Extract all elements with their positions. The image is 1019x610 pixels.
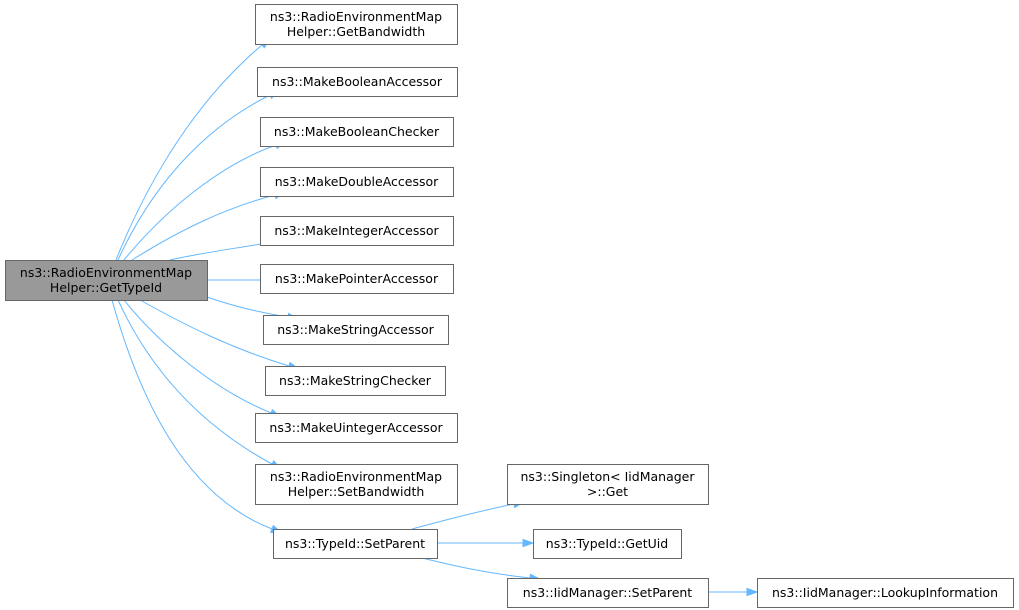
edge-line	[115, 44, 263, 261]
node-box	[507, 578, 709, 608]
node-layer: ns3::RadioEnvironmentMapHelper::GetTypeI…	[5, 4, 1014, 608]
node-makepointeraccessor[interactable]: ns3::MakePointerAccessor	[260, 264, 454, 294]
node-label-line: ns3::Singleton< IidManager	[520, 469, 695, 484]
node-setbandwidth[interactable]: ns3::RadioEnvironmentMapHelper::SetBandw…	[255, 464, 458, 505]
node-box	[507, 464, 709, 505]
node-label-line: ns3::IidManager::LookupInformation	[772, 585, 998, 600]
node-typeid-setparent[interactable]: ns3::TypeId::SetParent	[273, 529, 438, 559]
node-box	[265, 366, 446, 396]
node-box	[273, 529, 438, 559]
node-box	[533, 529, 682, 559]
node-makebooleanchecker[interactable]: ns3::MakeBooleanChecker	[260, 117, 454, 147]
edge-iidmanager-setparent-to-iidmanager-lookupinformation	[708, 587, 759, 597]
node-box	[255, 413, 458, 443]
node-label-line: ns3::MakeBooleanAccessor	[272, 74, 443, 89]
edge-root-to-makebooleanaccessor	[117, 89, 281, 261]
node-getbandwidth[interactable]: ns3::RadioEnvironmentMapHelper::GetBandw…	[255, 4, 458, 45]
node-typeid-getuid[interactable]: ns3::TypeId::GetUid	[533, 529, 682, 559]
node-box	[260, 264, 454, 294]
node-label-line: Helper::GetTypeId	[50, 280, 162, 295]
node-label-line: ns3::MakeDoubleAccessor	[275, 174, 439, 189]
node-box	[260, 167, 454, 197]
node-label-line: ns3::MakePointerAccessor	[275, 271, 439, 286]
arrowhead-icon	[746, 587, 759, 597]
node-label-line: ns3::TypeId::SetParent	[285, 536, 425, 551]
node-label-line: ns3::MakeIntegerAccessor	[274, 223, 439, 238]
node-box	[5, 260, 208, 301]
edge-line	[139, 299, 290, 367]
node-box	[757, 578, 1014, 608]
node-label-line: ns3::MakeBooleanChecker	[274, 124, 440, 139]
edge-line	[123, 144, 277, 261]
edge-line	[131, 194, 276, 261]
node-iidmanager-lookupinformation[interactable]: ns3::IidManager::LookupInformation	[757, 578, 1014, 608]
node-label-line: Helper::GetBandwidth	[287, 24, 425, 39]
node-label-line: ns3::MakeUintegerAccessor	[269, 420, 443, 435]
node-singleton-get[interactable]: ns3::Singleton< IidManager>::Get	[507, 464, 709, 505]
node-box	[257, 67, 458, 97]
edge-line	[206, 296, 289, 318]
node-label-line: ns3::MakeStringAccessor	[277, 322, 434, 337]
node-box	[263, 315, 449, 345]
node-makedoubleaccessor[interactable]: ns3::MakeDoubleAccessor	[260, 167, 454, 197]
node-iidmanager-setparent[interactable]: ns3::IidManager::SetParent	[507, 578, 709, 608]
node-label-line: Helper::SetBandwidth	[288, 484, 425, 499]
edge-root-to-makeuintegeraccessor	[123, 299, 282, 418]
edge-typeid-setparent-to-typeid-getuid	[437, 538, 535, 548]
node-box	[260, 216, 454, 246]
edge-line	[117, 299, 273, 465]
node-label-line: ns3::RadioEnvironmentMap	[20, 265, 192, 280]
node-box	[255, 4, 458, 45]
edge-line	[111, 299, 273, 530]
node-label-line: ns3::MakeStringChecker	[279, 373, 432, 388]
node-makestringchecker[interactable]: ns3::MakeStringChecker	[265, 366, 446, 396]
node-label-line: ns3::RadioEnvironmentMap	[270, 469, 442, 484]
node-makeintegeraccessor[interactable]: ns3::MakeIntegerAccessor	[260, 216, 454, 246]
edge-line	[421, 557, 531, 579]
arrowhead-icon	[522, 538, 535, 548]
node-root: ns3::RadioEnvironmentMapHelper::GetTypeI…	[5, 260, 208, 301]
node-makeuintegeraccessor[interactable]: ns3::MakeUintegerAccessor	[255, 413, 458, 443]
node-label-line: >::Get	[587, 484, 628, 499]
edge-root-to-getbandwidth	[115, 37, 271, 261]
node-label-line: ns3::TypeId::GetUid	[546, 536, 668, 551]
node-box	[260, 117, 454, 147]
edge-line	[411, 503, 515, 530]
node-label-line: ns3::RadioEnvironmentMap	[270, 9, 442, 24]
edge-root-to-setbandwidth	[117, 299, 283, 470]
node-label-line: ns3::IidManager::SetParent	[523, 585, 693, 600]
node-makestringaccessor[interactable]: ns3::MakeStringAccessor	[263, 315, 449, 345]
edge-line	[123, 299, 272, 414]
node-makebooleanaccessor[interactable]: ns3::MakeBooleanAccessor	[257, 67, 458, 97]
node-box	[255, 464, 458, 505]
edge-line	[117, 94, 271, 261]
